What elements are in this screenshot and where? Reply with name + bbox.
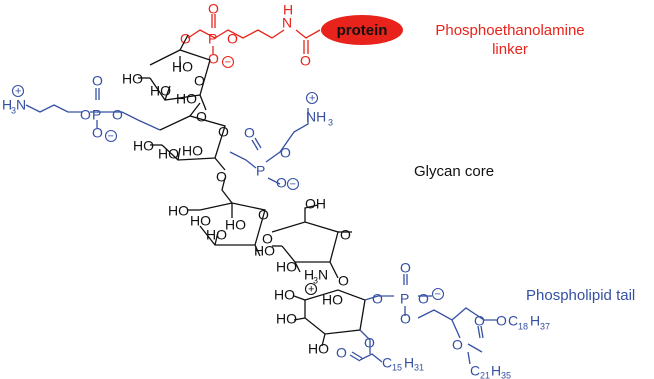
glycan-core-title: Glycan core [414,163,494,180]
man3-oh-5: HO [225,217,246,233]
inositol-acyl-h31: H [404,355,414,371]
middle-amine-n: NH [306,109,326,125]
lipid-acyl-c21: C [470,363,480,379]
lipid-inositol-oxygen: O [372,291,383,307]
linker-phosphorus: P [208,31,217,47]
mannose-phosphoethanolamine-middle: P O O − O NH 3 + [229,91,333,191]
man3-oh-4: HO [168,203,189,219]
linker-oxide: O [208,51,219,67]
left-oxide: O [92,125,103,141]
glcn-amine-3: 3 [313,275,318,285]
glcn-oh-6: OH [305,196,326,212]
glcn-bridge-oxygen: O [262,231,273,247]
inositol-acyl-c15: C [382,355,392,371]
man2-oh-2: HO [158,146,179,162]
lipid-ether-c18-count: 18 [518,321,528,331]
middle-amine-plus: + [309,92,315,104]
left-oxygen-1: O [80,107,91,123]
middle-oxygen: O [280,145,291,161]
left-oxo: O [92,73,103,89]
middle-oxide: O [276,175,287,191]
inositol-oh-1: HO [274,287,295,303]
left-phosphorus: P [92,107,101,123]
man1-oh-5: HO [176,91,197,107]
lipid-glycerol-oxygen: O [400,311,411,327]
inositol-oh-4: HO [322,292,343,308]
lipid-acyl-c21-count: 21 [480,370,490,379]
inositol-acyl-ester-oxygen: O [364,335,375,351]
linker-amide-nitrogen: N [282,15,292,31]
lipid-oxo: O [400,260,411,276]
inositol-oh-3: HO [308,341,329,357]
inositol-acyl-h31-count: 31 [414,362,424,372]
lipid-phosphorus: P [400,291,409,307]
plus-charge-icon [304,282,318,296]
linker-oxo: O [208,1,219,17]
glycan-core: HO O HO HO HO O O HO HO HO O O HO HO HO … [122,34,494,357]
middle-minus: − [290,178,296,190]
lipid-ester-oxo: O [474,313,485,329]
left-oxygen-2: O [112,107,123,123]
linker-carbonyl-oxygen: O [300,53,311,69]
linker-oxygen-2: O [227,31,238,47]
man1-oh-4: HO [122,71,143,87]
linker-title-line-1: Phosphoethanolamine [435,22,584,39]
man1-ring-oxygen: O [194,73,205,89]
minus-charge-icon [431,287,445,301]
lipid-ether-oxygen: O [496,313,507,329]
glcn-amine-plus: + [308,283,314,295]
glcn-oh-4: HO [254,243,275,259]
lipid-oxide: O [418,291,429,307]
left-amine-3: 3 [11,105,16,115]
protein-ellipse [321,15,403,45]
middle-amine-3: 3 [328,117,333,127]
man3-oh-3: HO [206,227,227,243]
inositol-acyl-c15-count: 15 [392,362,402,372]
glcn-amine-n: N [318,267,328,283]
man2-oh-3: HO [182,143,203,159]
man2-bridge-oxygen: O [196,109,207,125]
linker-title-line-2: linker [492,41,528,58]
protein-label: protein [337,22,388,39]
glcn-oh-3: HO [276,259,297,275]
man3-ring-oxygen: O [258,207,269,223]
left-amine-h: H [2,97,12,113]
phosphoethanolamine-linker: O P O O − O N H O protein Phosphoethanol… [180,1,585,69]
plus-charge-icon [305,91,319,105]
man1-oh-3: HO [172,59,193,75]
man2-oh-4: HO [133,138,154,154]
man3-bridge-oxygen: O [216,169,227,185]
left-amine-plus: + [15,85,21,97]
glcn-amine-h: H [304,267,314,283]
inositol-oh-2: HO [276,311,297,327]
lipid-acyl-h35-count: 35 [501,370,511,379]
middle-oxo: O [244,125,255,141]
lipid-ether-c18: C [508,313,518,329]
middle-phosphorus: P [256,163,265,179]
minus-charge-icon [221,55,235,69]
left-amine-n: N [16,97,26,113]
glcn-ring-oxygen: O [340,227,351,243]
left-minus: − [108,130,114,142]
phospholipid-tail: O P O O − O O O C 21 H 35 O C 18 H 37 O … [336,260,635,379]
man1-oh-2: HO [150,83,171,99]
lipid-ether-h37: H [530,313,540,329]
inositol-bridge-oxygen: O [338,273,349,289]
linker-minus: − [225,56,231,68]
minus-charge-icon [286,177,300,191]
inositol-acyl-carbonyl-oxygen: O [336,345,347,361]
plus-charge-icon [11,84,25,98]
man3-oh-2: HO [190,213,211,229]
lipid-ester-oxygen: O [452,337,463,353]
mannose-phosphoethanolamine-left: H 3 N + O P O O − O [2,73,161,143]
minus-charge-icon [104,129,118,143]
man2-ring-oxygen: O [218,124,229,140]
lipid-ether-h37-count: 37 [540,321,550,331]
linker-amide-hydrogen: H [283,2,293,18]
phospholipid-tail-title: Phospholipid tail [526,287,635,304]
lipid-acyl-h35: H [491,363,501,379]
lipid-minus: − [435,288,441,300]
